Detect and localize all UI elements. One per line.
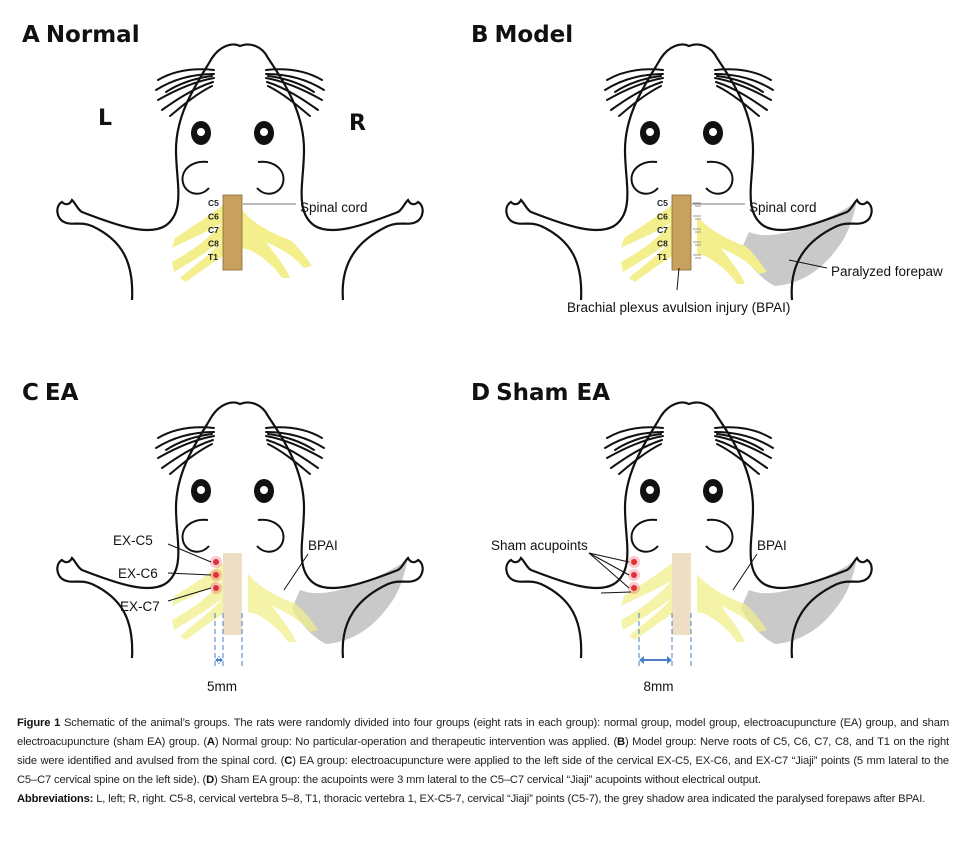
vertebra-label: T1 [208,252,218,262]
panel-name: Sham EA [496,380,610,406]
caption-b-text: ) Model group: Nerve roots of C5, C6, C7… [17,736,949,767]
avulsed-root-mark [693,254,701,259]
vertebra-label: C8 [208,239,219,249]
bpai-leader [732,553,758,591]
acupoint-label: EX-C7 [120,599,160,614]
spinal-cord [672,553,691,635]
panel-letter: C [22,380,39,406]
vertebra-label: C6 [657,212,668,222]
distance-label: 5mm [207,679,237,694]
acupoint-leader [167,572,212,576]
abbreviations-text: L, left; R, right. C5-8, cervical verteb… [93,793,926,805]
vertebra-label: C6 [208,212,219,222]
caption-ref-c: C [284,755,293,767]
bpai-label: BPAI [757,538,787,553]
distance-arrowheads [215,656,223,664]
panel-name: EA [45,380,79,406]
sham-acupoints-label: Sham acupoints [491,538,588,553]
spinal-cord [222,194,243,271]
spinal-cord-label: Spinal cord [300,200,368,215]
abbreviations-label: Abbreviations: [17,793,94,805]
avulsed-root-mark [693,215,701,220]
acupoint-label: EX-C5 [113,533,153,548]
caption-d-text: ) Sham EA group: the acupoints were 3 mm… [214,774,761,786]
nerves-right [242,210,312,278]
caption-main: Figure 1 Schematic of the animal’s group… [17,714,949,790]
acupoint-marker [213,559,219,565]
bpai-label: BPAI [308,538,338,553]
paralyzed-forepaw-label: Paralyzed forepaw [831,264,943,279]
acupoint-marker [631,585,637,591]
vertebra-label: C7 [657,225,668,235]
caption-intro: Schematic of the animal’s groups. The ra… [17,717,949,748]
vertebra-label: C8 [657,239,668,249]
panel-name: Model [495,22,574,48]
acupoint-marker [213,572,219,578]
caption-c-text: ) EA group: electroacupuncture were appl… [17,755,949,786]
sham-leader [588,552,630,576]
figure-caption: Figure 1 Schematic of the animal’s group… [17,714,949,809]
vertebra-label: C5 [657,198,668,208]
panel-name: Normal [46,22,140,48]
acupoint-leader [167,543,212,563]
spinal-cord-label: Spinal cord [749,200,817,215]
vertebra-label: C5 [208,198,219,208]
bpai-label: Brachial plexus avulsion injury (BPAI) [567,300,790,315]
distance-label: 8mm [644,679,674,694]
figure-label: Figure 1 [17,717,61,729]
panel-letter: A [22,22,40,48]
caption-ref-d: D [206,774,215,786]
paralyzed-forepaw-area [741,200,857,286]
caption-abbreviations: Abbreviations: L, left; R, right. C5-8, … [17,790,949,809]
spinal-cord [671,194,692,271]
acupoint-marker [631,572,637,578]
left-side-label: L [98,106,112,131]
spinal-cord [223,553,242,635]
caption-ref-b: B [617,736,625,748]
vertebra-label: T1 [657,252,667,262]
injury-leader [676,267,680,291]
acupoint-leader [167,587,212,602]
panel-letter: B [471,22,489,48]
panel-letter: D [471,380,490,406]
acupoint-marker [631,559,637,565]
acupoint-marker [213,585,219,591]
sham-leader [588,552,630,589]
avulsed-root-mark [693,228,701,233]
caption-ref-a: A [206,736,215,748]
sham-leader [600,591,632,594]
avulsed-root-mark [693,202,701,207]
caption-a-text: ) Normal group: No particular-operation … [214,736,618,748]
paralyzed-forepaw-area [292,558,408,644]
avulsed-root-mark [693,241,701,246]
bpai-leader [283,553,309,591]
paralyzed-forepaw-area [741,558,857,644]
paralyzed-leader [788,259,828,269]
acupoint-label: EX-C6 [118,566,158,581]
right-side-label: R [349,111,366,136]
vertebra-label: C7 [208,225,219,235]
sham-leader [588,552,630,563]
